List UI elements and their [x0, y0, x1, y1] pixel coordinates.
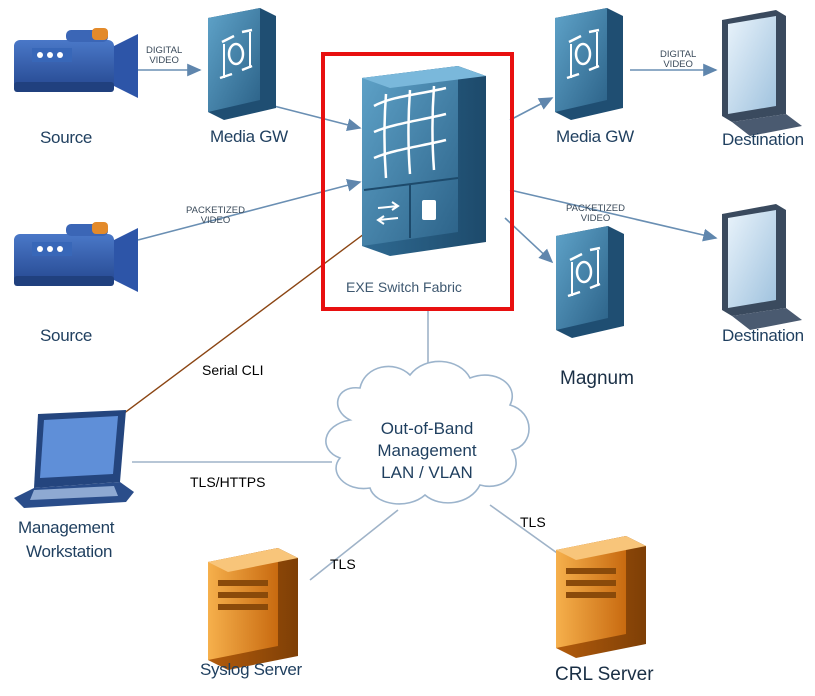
workstation-label-line2: Workstation — [26, 542, 113, 561]
highlight-box — [321, 52, 514, 311]
media-gateway-icon — [555, 8, 623, 120]
video-camera-icon — [14, 222, 138, 292]
workstation-label-line1: Management — [18, 518, 115, 537]
switch-fabric-icon — [362, 66, 486, 256]
source-top-label: Source — [40, 128, 93, 147]
tls-syslog-label: TLS — [330, 556, 356, 572]
connector-lines — [132, 63, 718, 581]
exe-switch-label: EXE Switch Fabric — [346, 279, 462, 295]
monitor-icon — [722, 204, 802, 330]
packetized-video-right-label: PACKETIZED VIDEO — [566, 203, 625, 224]
cloud-icon — [325, 360, 530, 505]
serial-cli-line — [114, 221, 381, 421]
video-camera-icon — [14, 28, 138, 98]
media-gw-left-label: Media GW — [210, 127, 288, 146]
media-gateway-icon — [208, 8, 276, 120]
server-icon — [208, 548, 298, 670]
server-icon — [556, 536, 646, 658]
cloud-label-line2: Management — [377, 441, 477, 460]
cloud-label-line3: LAN / VLAN — [381, 463, 473, 482]
serial-cli-label: Serial CLI — [202, 362, 264, 378]
digital-video-left-label: DIGITAL VIDEO — [146, 45, 183, 66]
packetized-video-left-label: PACKETIZED VIDEO — [186, 205, 245, 226]
syslog-server-label: Syslog Server — [200, 660, 302, 679]
media-gw-right-label: Media GW — [556, 127, 634, 146]
source-bottom-label: Source — [40, 326, 93, 345]
tls-crl-label: TLS — [520, 514, 546, 530]
tls-https-label: TLS/HTTPS — [190, 474, 266, 490]
magnum-label: Magnum — [560, 368, 634, 389]
crl-server-label: CRL Server — [555, 664, 654, 685]
cloud-label-line1: Out-of-Band — [380, 419, 474, 438]
destination-bottom-label: Destination — [722, 326, 804, 345]
cloud-label: Out-of-Band Management LAN / VLAN — [342, 418, 512, 484]
media-gateway-icon — [556, 226, 624, 338]
destination-top-label: Destination — [722, 130, 804, 149]
laptop-icon — [14, 410, 134, 508]
digital-video-right-label: DIGITAL VIDEO — [660, 49, 697, 70]
monitor-icon — [722, 10, 802, 136]
